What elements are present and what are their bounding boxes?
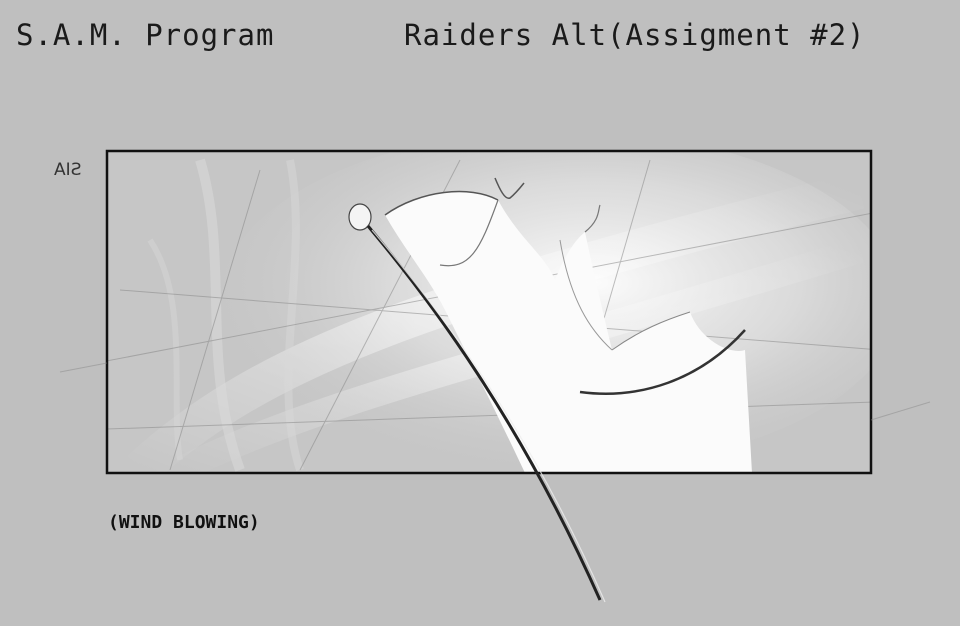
panel-corner-mark: SIA — [54, 160, 82, 180]
assignment-title: Raiders Alt(Assigment #2) — [404, 18, 866, 52]
panel-caption: (WIND BLOWING) — [108, 512, 260, 533]
panel-interior — [107, 151, 871, 473]
program-title: S.A.M. Program — [16, 18, 275, 52]
panel-frame — [105, 149, 873, 475]
flag-pole — [366, 225, 602, 601]
